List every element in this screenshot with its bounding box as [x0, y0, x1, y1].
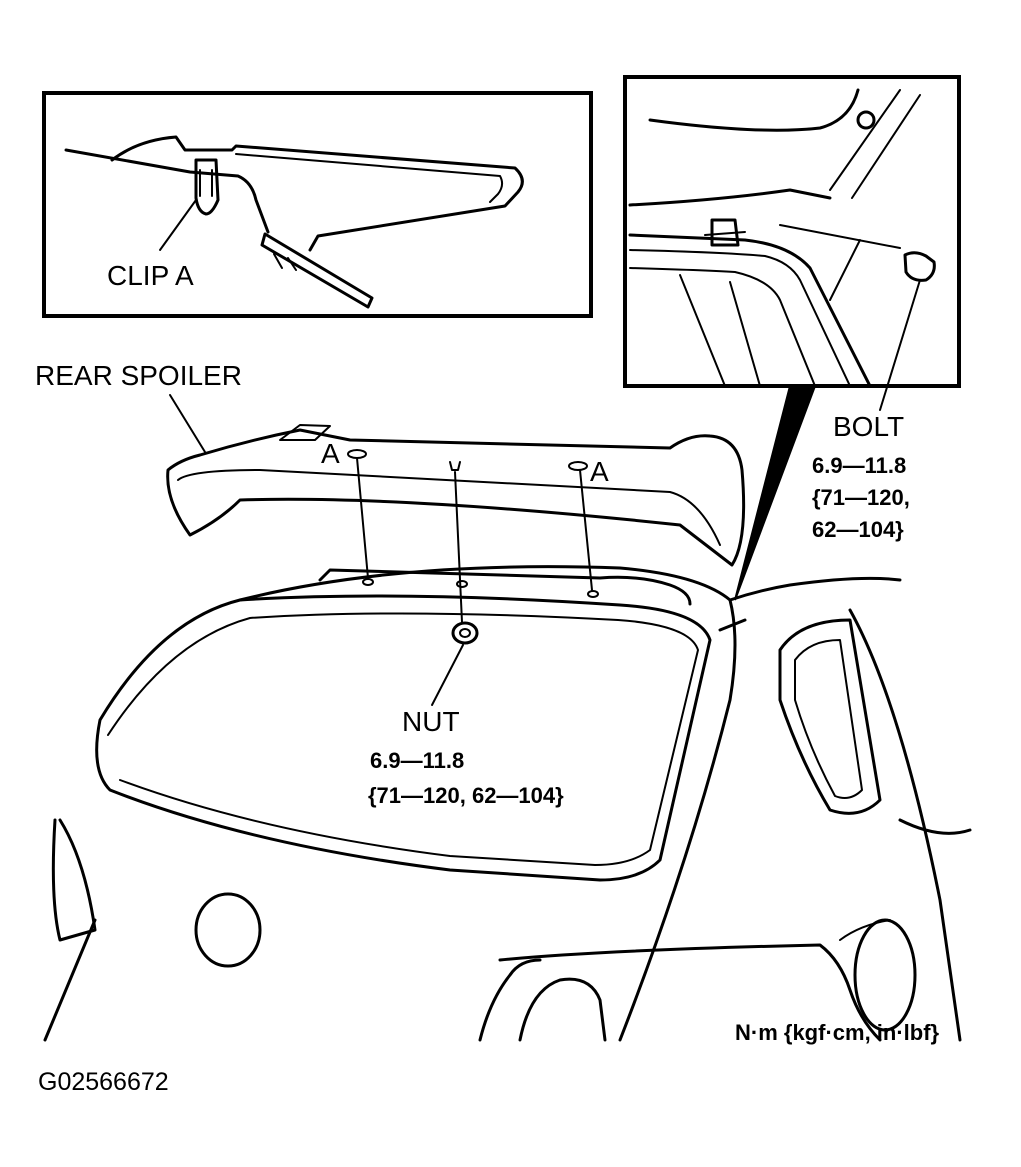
bolt-detail-inset — [623, 75, 961, 411]
mounting-holes — [362, 578, 599, 598]
nut-torque-line-2: {71—120, 62—104} — [368, 783, 564, 808]
nut-label: NUT — [402, 706, 460, 737]
spoiler-body — [166, 424, 746, 567]
marker-a-right-label: A — [590, 456, 609, 487]
car-rear-body — [43, 565, 972, 1042]
mounting-leaders — [169, 394, 593, 623]
callout-wedge — [734, 385, 817, 601]
bolt-torque-line-1: 6.9—11.8 — [812, 453, 907, 478]
clip-a-label: CLIP A — [107, 260, 194, 291]
figure-code-label: G02566672 — [38, 1068, 169, 1096]
torque-units-label: N·m {kgf·cm, in·lbf} — [735, 1020, 940, 1045]
bolt-torque-line-3: 62—104} — [812, 517, 904, 542]
nut-torque-line-1: 6.9—11.8 — [370, 748, 465, 773]
marker-a-left-label: A — [321, 438, 340, 469]
rear-spoiler-label: REAR SPOILER — [35, 360, 242, 391]
bolt-label: BOLT — [833, 411, 905, 442]
clip-detail-inset — [42, 91, 593, 318]
bolt-torque-line-2: {71—120, — [812, 485, 910, 510]
nut-symbol — [431, 621, 479, 706]
